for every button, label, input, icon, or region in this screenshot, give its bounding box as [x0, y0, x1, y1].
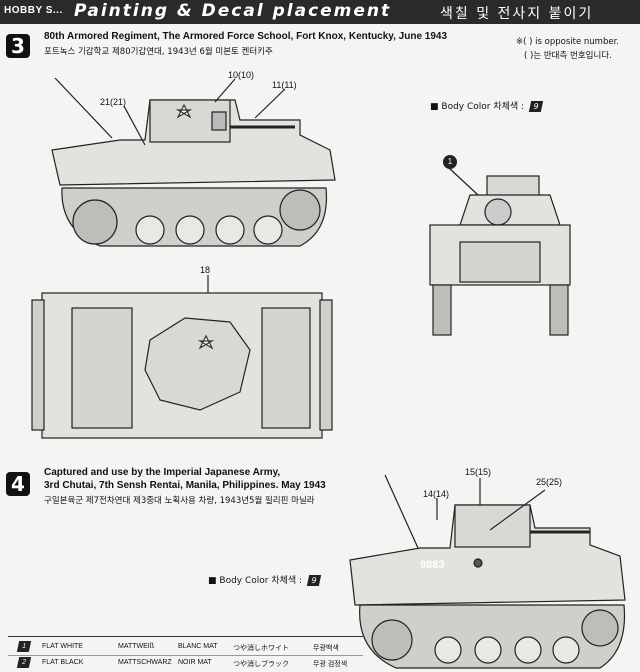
- section-4-title-korean: 구일본육군 제7전차연대 제3중대 노획사용 차량, 1943년5월 필리핀 마…: [44, 496, 315, 506]
- legend-french: NOIR MAT: [178, 659, 212, 666]
- callout-15: 15(15): [465, 467, 492, 477]
- section-3-badge: 3: [6, 34, 30, 58]
- callout-21: 21(21): [100, 97, 127, 107]
- hull-number: 9883: [420, 559, 445, 571]
- section-3-title-korean: 포트녹스 기갑학교 제80기갑연대, 1943년 6월 미본토 켄터키주: [44, 47, 273, 57]
- legend-english: FLAT BLACK: [42, 659, 84, 666]
- section-4-title-line1: Captured and use by the Imperial Japanes…: [44, 467, 281, 478]
- page-title-korean: 색칠 및 전사지 붙이기: [440, 6, 594, 22]
- body-color-label: Body Color 차체색 :: [219, 576, 303, 586]
- callout-10: 10(10): [228, 70, 255, 80]
- legend-french: BLANC MAT: [178, 643, 218, 650]
- legend-code: 2: [16, 657, 32, 668]
- tank-front-view: [429, 167, 571, 336]
- legend-korean: 무광 검정색: [313, 661, 348, 668]
- tank-top-view: [31, 275, 333, 439]
- callout-25: 25(25): [536, 477, 563, 487]
- brand-logo: HOBBY S...: [4, 5, 63, 16]
- legend-english: FLAT WHITE: [42, 643, 83, 650]
- front-view-color-marker: 1: [443, 155, 457, 169]
- callout-14: 14(14): [423, 489, 450, 499]
- body-color-code: 9: [306, 575, 322, 586]
- legend-japanese: つや消しホワイト: [233, 645, 289, 652]
- legend-korean: 무광백색: [313, 645, 339, 652]
- legend-japanese: つや消しブラック: [233, 661, 289, 668]
- legend-code: 1: [16, 641, 32, 652]
- page-title: Painting & Decal placement: [74, 1, 392, 21]
- legend-german: MATTWEIß: [118, 643, 155, 650]
- body-color-icon: ■: [430, 102, 439, 112]
- body-color-label: Body Color 차체색 :: [441, 102, 525, 112]
- header-bar: [0, 0, 640, 24]
- body-color-icon: ■: [208, 576, 217, 586]
- tank-side-view-1: [51, 77, 336, 247]
- tank-side-view-2: [349, 474, 626, 669]
- section-4-badge: 4: [6, 472, 30, 496]
- section-3-body-color: ■ Body Color 차체색 : 9: [430, 99, 544, 112]
- section-3-title: 80th Armored Regiment, The Armored Force…: [44, 31, 448, 42]
- legend-row: 2 FLAT BLACK MATTSCHWARZ NOIR MAT つや消しブラ…: [8, 655, 363, 671]
- opposite-number-note-korean: ( )는 반대측 번호입니다.: [524, 51, 612, 61]
- section-4-body-color: ■ Body Color 차체색 : 9: [208, 573, 322, 586]
- callout-11: 11(11): [272, 80, 297, 90]
- legend-row: 1 FLAT WHITE MATTWEIß BLANC MAT つや消しホワイト…: [8, 639, 363, 656]
- callout-18: 18: [200, 265, 211, 275]
- legend-german: MATTSCHWARZ: [118, 659, 172, 666]
- color-legend-table: 1 FLAT WHITE MATTWEIß BLANC MAT つや消しホワイト…: [8, 636, 363, 672]
- section-4-title-line2: 3rd Chutai, 7th Sensh Rentai, Manila, Ph…: [44, 480, 326, 491]
- opposite-number-note: ※( ) is opposite number.: [516, 37, 619, 47]
